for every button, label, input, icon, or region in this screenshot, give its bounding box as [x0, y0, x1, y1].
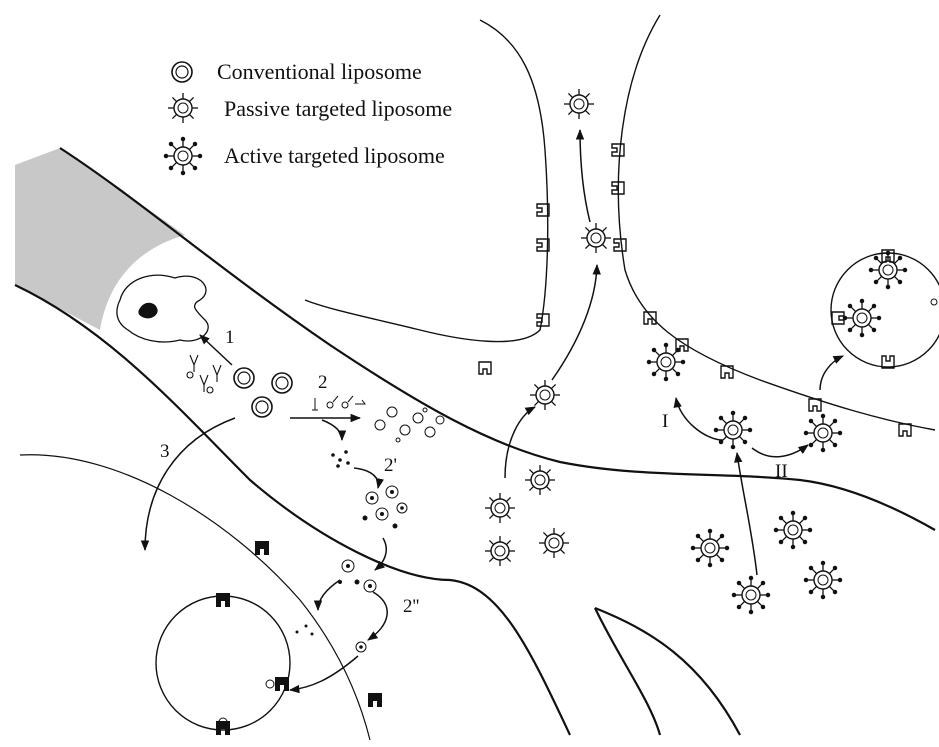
legend-conventional-icon	[172, 62, 192, 82]
conventional-liposome	[252, 397, 272, 417]
arrow-up-top	[580, 130, 590, 222]
arrow-into-cell	[290, 656, 358, 690]
arrow-2pp	[368, 592, 387, 640]
degradation-enzymes	[312, 396, 365, 410]
cell-vesicle	[156, 596, 290, 730]
arrow-I	[676, 398, 723, 440]
active-liposome	[732, 576, 769, 613]
opsonin-group	[187, 355, 221, 393]
passive-liposome	[485, 536, 515, 566]
step-label-II: II	[775, 461, 788, 482]
drug-release-dots	[331, 450, 350, 468]
step-label-2: 2	[318, 372, 328, 393]
passive-liposome	[539, 528, 569, 558]
passive-liposome	[581, 223, 611, 253]
arrow-3	[145, 418, 235, 550]
vessel-branch-wall	[595, 608, 740, 735]
active-liposome	[647, 343, 684, 380]
vessel-upper-wall	[60, 148, 935, 530]
arrow-split-left	[318, 580, 340, 610]
vessel-lower-wall	[15, 285, 570, 735]
dotted-liposomes	[363, 486, 407, 528]
arrow-extravasate	[505, 407, 535, 478]
endosome	[831, 253, 939, 367]
legend-passive-icon	[168, 93, 198, 123]
legend-passive-label: Passive targeted liposome	[224, 96, 452, 121]
vessel-branch-inner	[595, 608, 660, 735]
degraded-liposomes	[375, 407, 444, 442]
active-liposome	[804, 414, 841, 451]
arrow-rise	[737, 453, 757, 575]
step-label-I: I	[662, 411, 668, 432]
step-label-3: 3	[160, 441, 170, 462]
arrow-2-sub	[322, 420, 342, 440]
macrophage	[117, 275, 208, 342]
conventional-liposome	[272, 373, 292, 393]
arrow-2prime	[354, 468, 378, 488]
passive-liposome	[564, 89, 594, 119]
drug-dots-lower	[296, 625, 314, 636]
active-liposome	[691, 529, 728, 566]
step-label-2prime: 2'	[384, 455, 397, 476]
active-liposome	[774, 511, 811, 548]
arrow-II	[752, 445, 808, 457]
active-liposome	[843, 299, 880, 336]
conventional-liposome	[234, 368, 254, 388]
arrow-up	[552, 265, 597, 380]
passive-liposome	[485, 493, 515, 523]
arrow-endocytosis	[820, 356, 843, 390]
target-cell-membrane	[20, 455, 370, 740]
active-liposome	[714, 411, 751, 448]
legend-active-label: Active targeted liposome	[224, 143, 445, 168]
legend-active-icon	[164, 137, 201, 174]
passive-liposome	[530, 380, 560, 410]
passive-liposome	[525, 465, 555, 495]
step-label-1: 1	[225, 327, 235, 348]
step-label-2pp: 2''	[403, 596, 419, 617]
legend: Conventional liposome Passive targeted l…	[164, 59, 452, 175]
legend-conventional-label: Conventional liposome	[217, 59, 422, 84]
active-liposome	[804, 561, 841, 598]
active-liposome	[869, 251, 906, 288]
